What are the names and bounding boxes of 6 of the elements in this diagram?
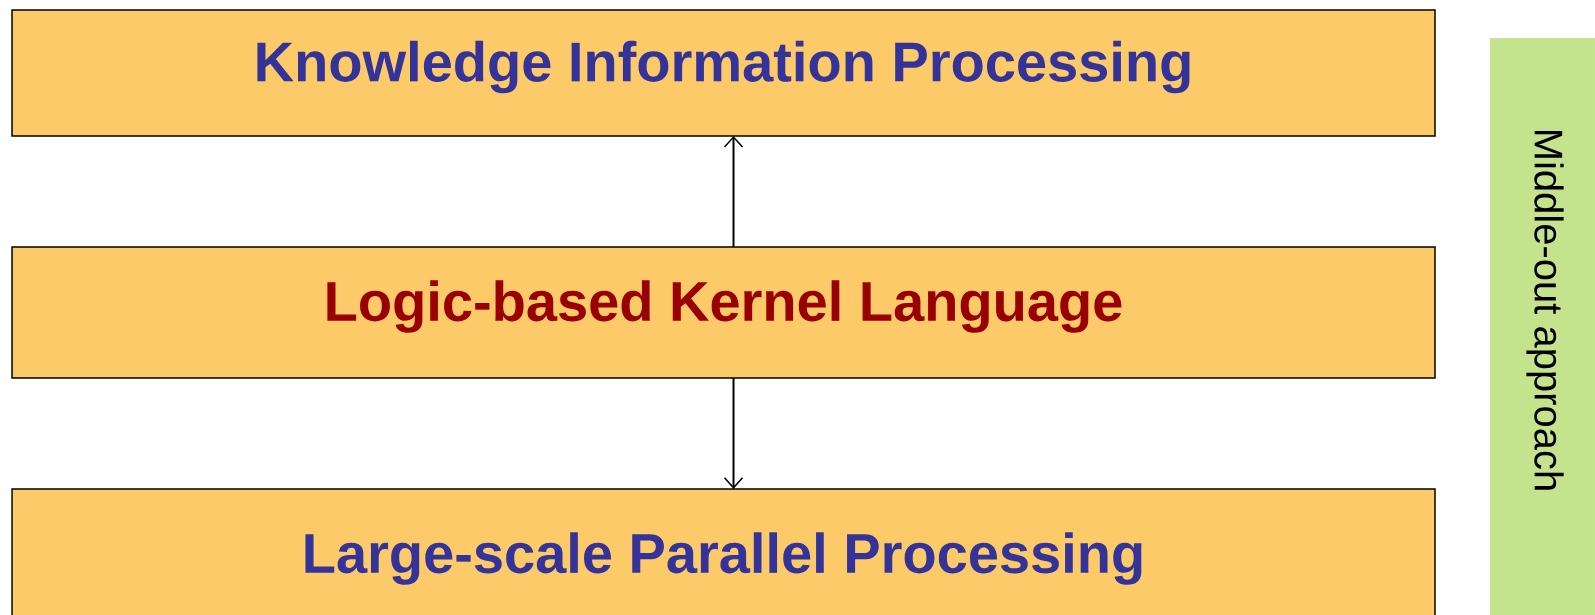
arrow — [723, 377, 744, 489]
layer-box: Logic-based Kernel Language — [11, 246, 1436, 379]
layer-box: Large-scale Parallel Processing — [11, 488, 1436, 615]
side-band: Middle-out approach — [1490, 38, 1595, 615]
arrow — [723, 136, 744, 248]
layer-box: Knowledge Information Processing — [11, 9, 1436, 137]
